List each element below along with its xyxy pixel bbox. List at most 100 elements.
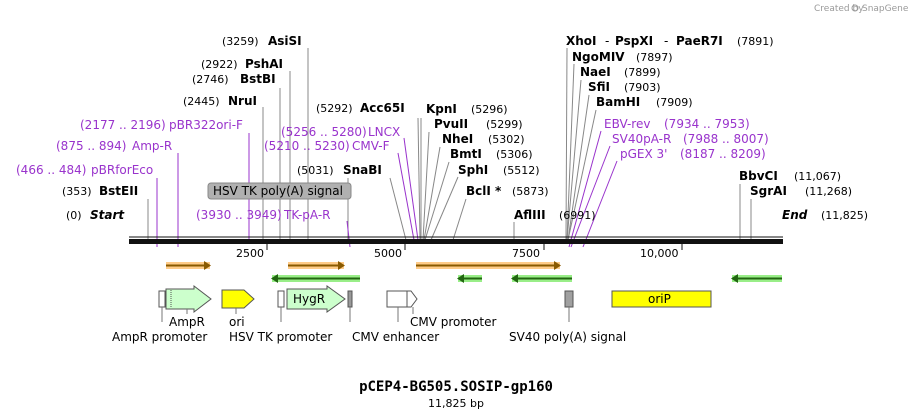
primer-cmvf: CMV-F — [352, 139, 390, 153]
site-sep-1: - — [605, 34, 609, 48]
primer-ebvrev: EBV-rev — [604, 117, 650, 131]
orf-reverse-3 — [511, 274, 572, 283]
orf-forward-2 — [288, 261, 345, 270]
site-asisi: AsiSI — [268, 34, 302, 48]
orf-reverse-1 — [271, 274, 360, 283]
feature-track: HygR oriP — [158, 284, 712, 322]
site-sfii-pos: (7903) — [624, 81, 661, 94]
orip-label: oriP — [648, 292, 671, 306]
sv40-polya-feature[interactable] — [564, 290, 574, 308]
primer-pgex3: pGEX 3' — [620, 147, 667, 161]
hsv-polya-feature[interactable] — [207, 182, 352, 200]
site-bbvci-pos: (11,067) — [794, 170, 841, 183]
primer-sv40par: SV40pA-R — [612, 132, 671, 146]
site-nrui-pos: (2445) — [183, 95, 220, 108]
credit-text: Created by — [814, 4, 864, 14]
end-label: End — [782, 208, 808, 222]
start-pos: (0) — [66, 209, 82, 222]
snapgene-brand: SnapGene — [862, 4, 909, 14]
site-pvuii-pos: (5299) — [486, 118, 523, 131]
hsv-polya-label: HSV TK poly(A) signal — [213, 184, 343, 198]
primer-sv40par-range: (7988 .. 8007) — [683, 132, 769, 146]
site-sfii: SfiI — [588, 80, 610, 94]
site-sgrai-pos: (11,268) — [805, 185, 852, 198]
site-nrui: NruI — [228, 94, 257, 108]
tick-10000: 10,000 — [640, 247, 679, 260]
site-sep-2: - — [664, 34, 668, 48]
end-pos: (11,825) — [821, 209, 868, 222]
start-label: Start — [90, 208, 125, 222]
plasmid-title: pCEP4-BG505.SOSIP-gp160 — [359, 379, 553, 395]
site-bmti-pos: (5306) — [496, 148, 533, 161]
site-bstbi: BstBI — [240, 72, 276, 86]
site-nhei: NheI — [442, 132, 473, 146]
site-nhei-pos: (5302) — [488, 133, 525, 146]
plasmid-length: 11,825 bp — [428, 397, 484, 410]
site-bmti: BmtI — [450, 147, 482, 161]
site-snabi: SnaBI — [343, 163, 382, 177]
site-kpni: KpnI — [426, 102, 457, 116]
orf-forward-1 — [166, 261, 211, 270]
ampr-feature[interactable] — [165, 284, 212, 314]
primer-pbrforeco: pBRforEco — [91, 163, 153, 177]
sequence-backbone — [129, 239, 783, 244]
primer-tkpar-range: (3930 .. 3949) — [196, 208, 282, 222]
primer-cmvf-range: (5210 .. 5230) — [264, 139, 350, 153]
tick-7500: 7500 — [512, 247, 540, 260]
hsv-promoter-label: HSV TK promoter — [229, 330, 332, 344]
ori-feature[interactable] — [221, 289, 255, 309]
orf-reverse-4 — [731, 274, 782, 283]
site-paer7i: PaeR7I — [676, 34, 723, 48]
site-pshai-pos: (2922) — [201, 58, 238, 71]
tick-5000: 5000 — [374, 247, 402, 260]
primer-pgex3-range: (8187 .. 8209) — [680, 147, 766, 161]
site-pvuii: PvuII — [434, 117, 468, 131]
site-xhoi-pos: (7891) — [737, 35, 774, 48]
ori-label: ori — [229, 315, 245, 329]
cmv-promoter-label: CMV promoter — [410, 315, 497, 329]
site-snabi-pos: (5031) — [297, 164, 334, 177]
site-naei: NaeI — [580, 65, 611, 79]
site-afliii: AflIII — [514, 208, 546, 222]
ampr-label: AmpR — [169, 315, 205, 329]
primer-ampr-range: (875 .. 894) — [56, 139, 126, 153]
site-bcli: BclI * — [466, 184, 502, 198]
site-kpni-pos: (5296) — [471, 103, 508, 116]
hygr-polya-box — [347, 290, 353, 308]
site-bbvci: BbvCI — [739, 169, 778, 183]
site-bcli-pos: (5873) — [512, 185, 549, 198]
site-xhoi: XhoI — [566, 34, 597, 48]
hygr-label: HygR — [293, 292, 325, 306]
orf-arrows — [166, 261, 782, 283]
hygr-feature[interactable] — [286, 285, 346, 313]
site-bamhi: BamHI — [596, 95, 640, 109]
ampr-promoter-label: AmpR promoter — [112, 330, 207, 344]
ruler-ticks — [266, 244, 683, 250]
site-bamhi-pos: (7909) — [656, 96, 693, 109]
cmv-enhancer-feature[interactable] — [386, 290, 418, 308]
orip-feature[interactable] — [611, 290, 712, 308]
primer-pbr322ori-range: (2177 .. 2196) — [80, 118, 166, 132]
ampr-promoter-feature[interactable] — [158, 290, 166, 308]
site-acc65i: Acc65I — [360, 101, 405, 115]
site-pshai: PshAI — [245, 57, 283, 71]
site-naei-pos: (7899) — [624, 66, 661, 79]
site-sphi-pos: (5512) — [503, 164, 540, 177]
site-bsteii: BstEII — [99, 184, 138, 198]
site-bsteii-pos: (353) — [62, 185, 92, 198]
primer-ampr: Amp-R — [132, 139, 172, 153]
site-sphi: SphI — [458, 163, 488, 177]
hsv-promoter-feature[interactable] — [277, 290, 285, 308]
primer-tkpar: TK-pA-R — [283, 208, 331, 222]
snapgene-logo-icon — [851, 4, 859, 12]
site-ngomiv: NgoMIV — [572, 50, 625, 64]
tick-2500: 2500 — [236, 247, 264, 260]
site-acc65i-pos: (5292) — [316, 102, 353, 115]
orf-forward-3 — [416, 261, 561, 270]
site-bstbi-pos: (2746) — [192, 73, 229, 86]
site-pspxi: PspXI — [615, 34, 653, 48]
orf-reverse-2 — [457, 274, 482, 283]
primer-pbrforeco-range: (466 .. 484) — [16, 163, 86, 177]
sv40-polya-label: SV40 poly(A) signal — [509, 330, 626, 344]
